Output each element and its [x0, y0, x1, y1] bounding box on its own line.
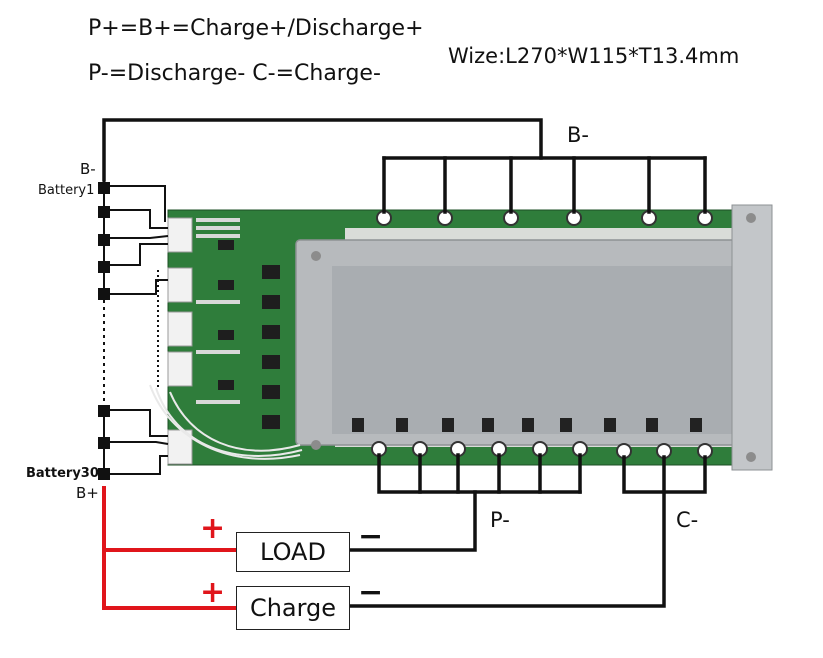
load-plus-sign: + — [200, 511, 226, 546]
p-minus-label: P- — [490, 508, 510, 532]
sense-wires — [149, 384, 303, 460]
b-minus-label-left: B- — [80, 160, 96, 178]
p-minus-terminals — [371, 441, 588, 457]
p-minus-bus — [377, 453, 582, 494]
formula-line-2: P-=Discharge- C-=Charge- — [88, 61, 381, 86]
b-minus-label-top: B- — [567, 123, 589, 147]
control-ics — [218, 240, 280, 429]
battery30-label: Battery30 — [26, 466, 99, 481]
battery-string — [103, 180, 169, 480]
p-minus-to-load — [348, 490, 477, 552]
negative-wiring — [102, 118, 707, 608]
battery1-label: Battery1 — [38, 183, 95, 198]
b-plus-label: B+ — [76, 484, 99, 502]
b-minus-main-wire — [102, 118, 543, 182]
bms-board — [149, 204, 773, 471]
balance-connectors — [167, 217, 193, 465]
charge-box: Charge — [236, 586, 350, 630]
charge-plus-sign: + — [200, 575, 226, 610]
resistor-array — [196, 218, 240, 404]
load-minus-sign: − — [358, 519, 384, 554]
pcb-copper-strip-top — [345, 228, 740, 240]
charge-minus-sign: − — [358, 575, 384, 610]
heatsink — [295, 204, 773, 471]
b-minus-terminals — [376, 210, 713, 226]
mosfet-row-bottom — [352, 418, 702, 432]
formula-line-1: P+=B+=Charge+/Discharge+ — [88, 16, 424, 41]
load-box: LOAD — [236, 532, 350, 572]
c-minus-label: C- — [676, 508, 699, 532]
positive-wiring — [102, 486, 238, 610]
battery-cells — [98, 182, 110, 480]
size-spec: Wize:L270*W115*T13.4mm — [448, 44, 740, 68]
